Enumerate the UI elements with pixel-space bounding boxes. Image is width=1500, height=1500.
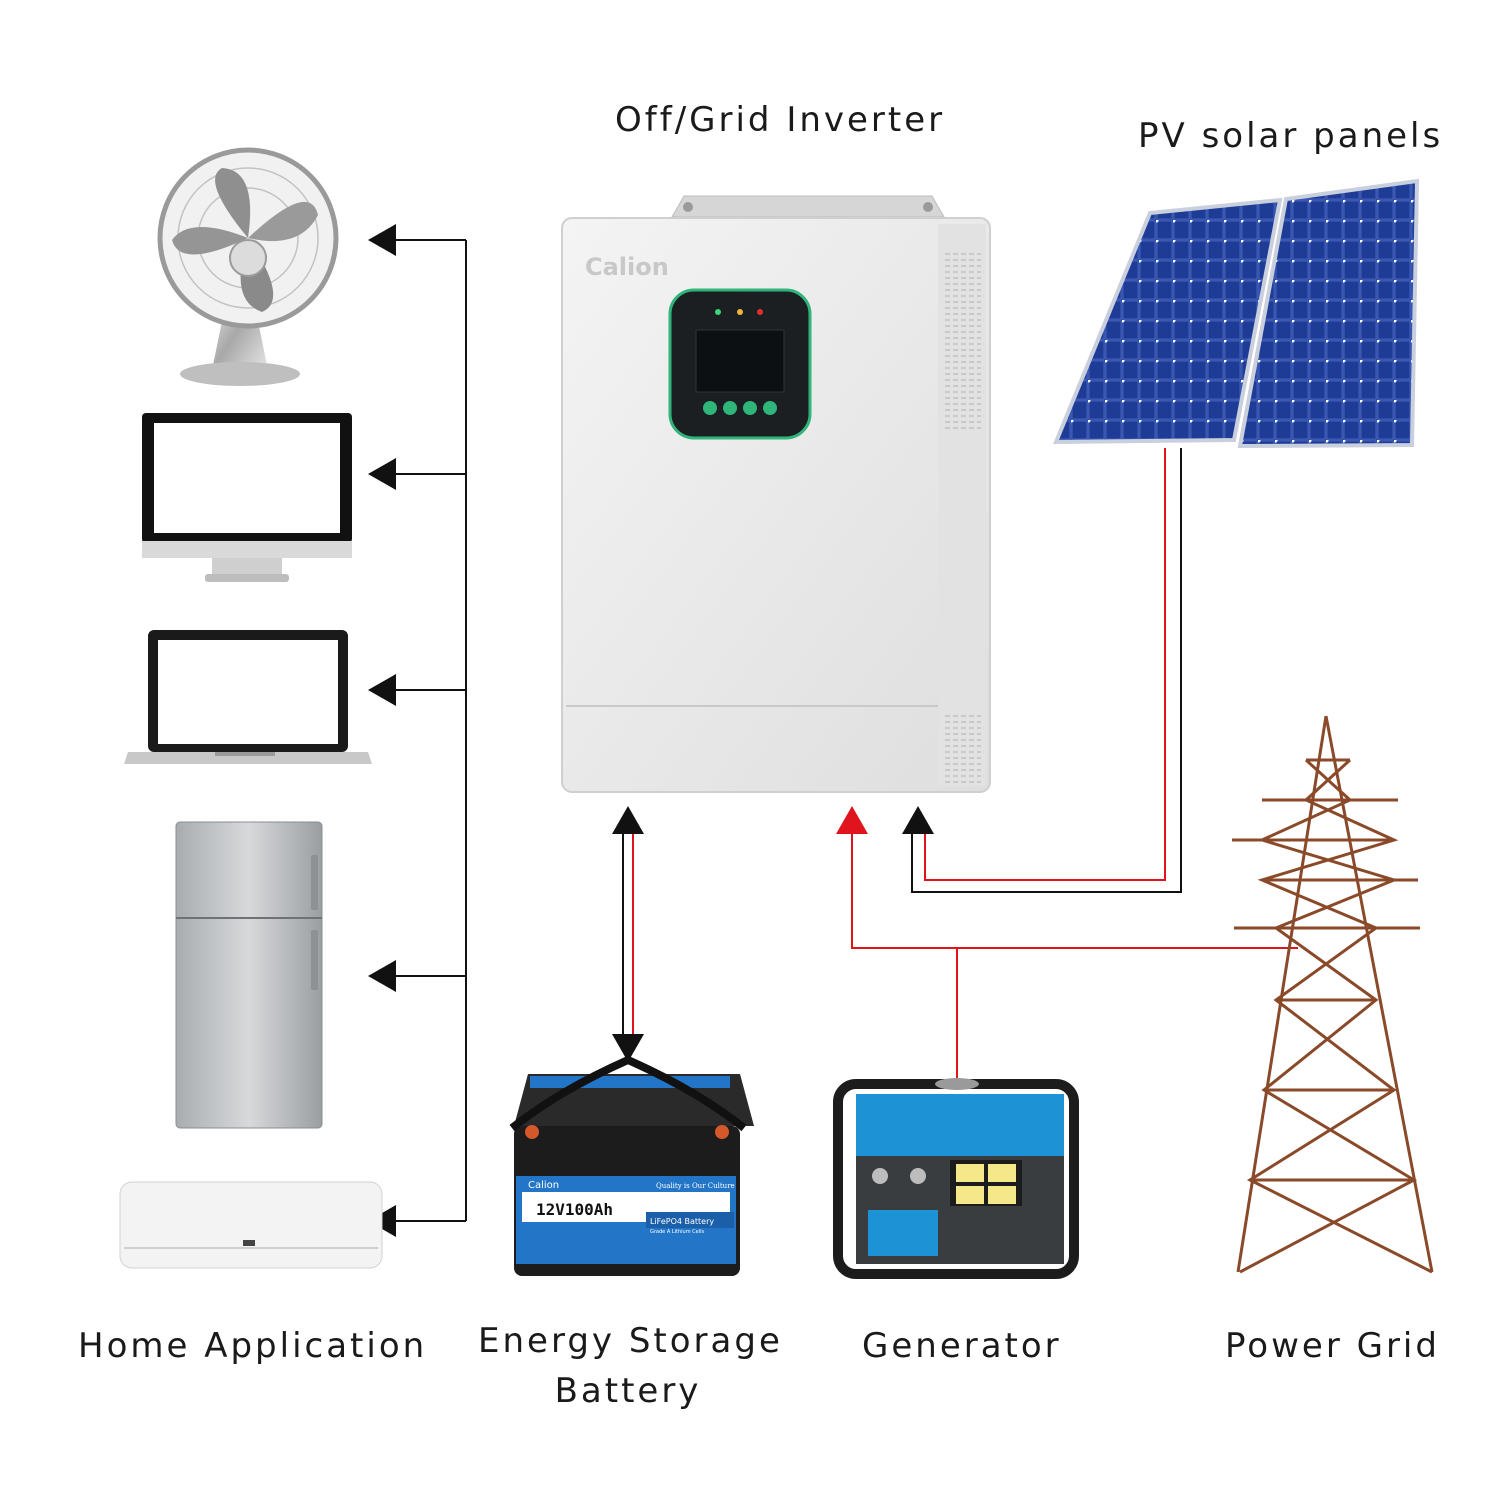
battery-label-line1: Energy Storage [478,1321,783,1361]
refrigerator-icon [175,821,323,1129]
generator-icon [833,1078,1079,1279]
laptop-icon [124,630,372,764]
solar-panels [1053,178,1420,449]
ac-input-wiring [851,832,1298,1078]
load-bus-wiring [392,239,467,1222]
monitor-icon [142,413,352,582]
up-button [723,401,737,415]
inverter-mount-bracket [671,195,945,218]
battery-label-line2: Battery [554,1371,702,1411]
inverter-label: Off/Grid Inverter [615,100,946,140]
home-application-label: Home Application [78,1326,428,1366]
battery-chemistry: LiFePO4 Battery [650,1217,714,1226]
enter-button [763,401,777,415]
inverter: Calion [561,195,991,793]
battery-label: Energy Storage Battery [478,1316,783,1416]
battery-wiring [612,806,644,1062]
generator-label: Generator [862,1326,1062,1366]
battery-arrow-down [612,1034,644,1062]
fan-arrow [368,224,396,256]
air-conditioner-icon [119,1181,383,1269]
lcd-display [695,329,785,393]
esc-button [703,401,717,415]
power-grid-label: Power Grid [1225,1326,1440,1366]
inverter-brand-logo: Calion [585,253,669,281]
pv-wiring [911,448,1182,893]
battery-slogan: Quality is Our Culture [656,1182,735,1190]
fan-icon [157,147,339,386]
laptop-arrow [368,674,396,706]
battery-icon: Calion Quality is Our Culture 12V100Ah L… [509,1055,754,1276]
solar-panel-left [1053,197,1283,445]
solar-panel-right [1237,178,1420,449]
battery-brand: Calion [528,1180,559,1191]
battery-arrow-up [612,806,644,834]
battery-model: 12V100Ah [536,1200,613,1219]
monitor-arrow [368,458,396,490]
ac-input-arrow [836,806,868,834]
power-tower-icon [1232,715,1434,1274]
battery-cell-grade: Grade A Lithium Cells [650,1229,705,1235]
load-arrows [368,224,396,1237]
control-buttons [703,401,777,415]
pv-input-arrow [902,806,934,834]
fridge-arrow [368,960,396,992]
down-button [743,401,757,415]
pv-panels-label: PV solar panels [1138,116,1444,156]
